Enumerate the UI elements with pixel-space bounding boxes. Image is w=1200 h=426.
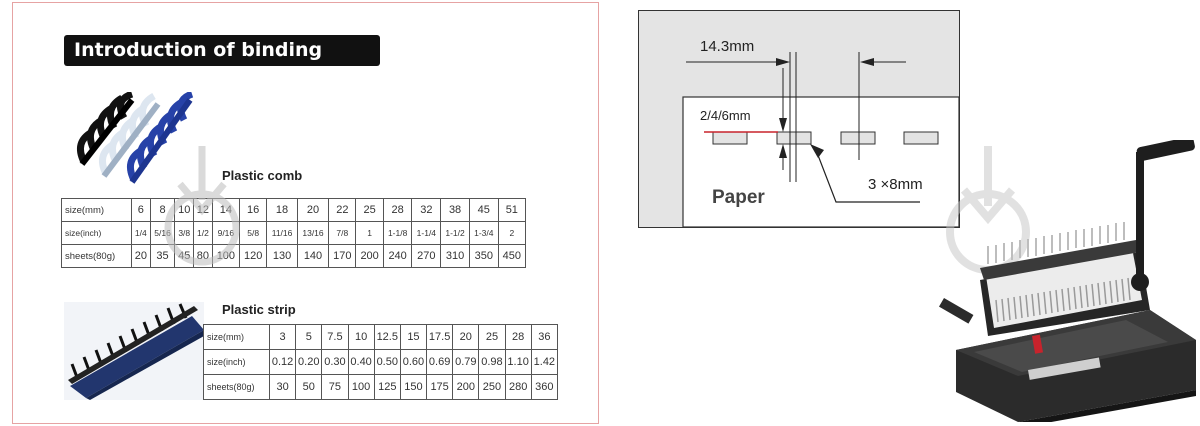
cell: 0.98 bbox=[478, 349, 506, 375]
cell: 0.40 bbox=[347, 349, 375, 375]
cell: 20 bbox=[452, 324, 480, 350]
cell: 28 bbox=[504, 324, 532, 350]
comb-row-mm: size(mm) 6 8 10 12 14 16 18 20 22 25 28 … bbox=[61, 198, 527, 222]
cell: 100 bbox=[347, 374, 375, 400]
cell: 0.30 bbox=[321, 349, 349, 375]
cell: 25 bbox=[478, 324, 506, 350]
strip-capacity-table: size(mm) 3 5 7.5 10 12.5 15 17.5 20 25 2… bbox=[203, 324, 559, 400]
cell: 1-1/2 bbox=[440, 221, 470, 245]
cell: 175 bbox=[426, 374, 454, 400]
panel-title: Introduction of binding capacity bbox=[64, 35, 380, 92]
row-label: size(inch) bbox=[203, 349, 270, 375]
cell: 1-3/4 bbox=[468, 221, 499, 245]
comb-capacity-table: size(mm) 6 8 10 12 14 16 18 20 22 25 28 … bbox=[61, 198, 527, 268]
comb-heading: Plastic comb bbox=[222, 168, 303, 183]
cell: 140 bbox=[296, 244, 330, 268]
cell: 25 bbox=[355, 198, 384, 222]
cell: 0.79 bbox=[452, 349, 480, 375]
cell: 15 bbox=[399, 324, 428, 350]
cell: 170 bbox=[328, 244, 357, 268]
cell: 13/16 bbox=[296, 221, 330, 245]
cell: 0.50 bbox=[373, 349, 401, 375]
cell: 1 bbox=[355, 221, 384, 245]
strip-heading: Plastic strip bbox=[222, 302, 296, 317]
row-label: size(mm) bbox=[61, 198, 132, 222]
cell: 50 bbox=[295, 374, 323, 400]
strip-row-sheets: sheets(80g) 30 50 75 100 125 150 175 200… bbox=[203, 374, 559, 400]
cell: 18 bbox=[266, 198, 298, 222]
strip-row-inch: size(inch) 0.12 0.20 0.30 0.40 0.50 0.60… bbox=[203, 349, 559, 375]
cell: 0.60 bbox=[399, 349, 428, 375]
hole-size-label: 3 ×8mm bbox=[868, 176, 923, 193]
cell: 1.10 bbox=[504, 349, 532, 375]
cell: 310 bbox=[440, 244, 470, 268]
cell: 45 bbox=[468, 198, 499, 222]
cell: 450 bbox=[497, 244, 527, 268]
cell: 6 bbox=[131, 198, 151, 222]
cell: 200 bbox=[355, 244, 384, 268]
cell: 75 bbox=[321, 374, 349, 400]
cell: 200 bbox=[452, 374, 480, 400]
cell: 350 bbox=[468, 244, 499, 268]
cell: 270 bbox=[411, 244, 442, 268]
cell: 7.5 bbox=[321, 324, 349, 350]
cell: 250 bbox=[478, 374, 506, 400]
cell: 5/8 bbox=[239, 221, 268, 245]
cell: 0.12 bbox=[268, 349, 297, 375]
comb-row-sheets: sheets(80g) 20 35 45 80 100 120 130 140 … bbox=[61, 244, 527, 268]
cell: 5 bbox=[295, 324, 323, 350]
plastic-strip-image bbox=[64, 302, 204, 400]
cell: 11/16 bbox=[266, 221, 298, 245]
cell: 1-1/8 bbox=[382, 221, 413, 245]
row-label: size(inch) bbox=[61, 221, 132, 245]
cell: 12.5 bbox=[373, 324, 401, 350]
comb-row-inch: size(inch) 1/4 5/16 3/8 1/2 9/16 5/8 11/… bbox=[61, 221, 527, 245]
cell: 125 bbox=[373, 374, 401, 400]
cell: 51 bbox=[497, 198, 527, 222]
cell: 120 bbox=[239, 244, 268, 268]
cell: 28 bbox=[382, 198, 413, 222]
margin-label: 2/4/6mm bbox=[700, 108, 751, 123]
cell: 2 bbox=[497, 221, 527, 245]
cell: 16 bbox=[239, 198, 268, 222]
cell: 10 bbox=[347, 324, 375, 350]
cell: 22 bbox=[328, 198, 357, 222]
hole-diagram-drawing bbox=[682, 52, 960, 228]
cell: 20 bbox=[131, 244, 151, 268]
cell: 280 bbox=[504, 374, 532, 400]
cell: 3 bbox=[268, 324, 297, 350]
strip-row-mm: size(mm) 3 5 7.5 10 12.5 15 17.5 20 25 2… bbox=[203, 324, 559, 350]
cell: 20 bbox=[296, 198, 330, 222]
cell: 32 bbox=[411, 198, 442, 222]
plastic-comb-image bbox=[72, 92, 202, 184]
cell: 0.20 bbox=[295, 349, 323, 375]
cell: 17.5 bbox=[426, 324, 454, 350]
pitch-label: 14.3mm bbox=[700, 38, 755, 55]
cell: 38 bbox=[440, 198, 470, 222]
paper-label: Paper bbox=[712, 187, 765, 208]
cell: 7/8 bbox=[328, 221, 357, 245]
cell: 0.69 bbox=[426, 349, 454, 375]
cell: 1/4 bbox=[131, 221, 151, 245]
watermark-download-icon bbox=[164, 146, 240, 266]
cell: 240 bbox=[382, 244, 413, 268]
cell: 30 bbox=[268, 374, 297, 400]
row-label: sheets(80g) bbox=[203, 374, 270, 400]
cell: 360 bbox=[530, 374, 559, 400]
cell: 1-1/4 bbox=[411, 221, 442, 245]
row-label: sheets(80g) bbox=[61, 244, 132, 268]
cell: 36 bbox=[530, 324, 559, 350]
cell: 150 bbox=[399, 374, 428, 400]
comb-binding-machine-icon bbox=[938, 140, 1196, 422]
row-label: size(mm) bbox=[203, 324, 270, 350]
cell: 130 bbox=[266, 244, 298, 268]
cell: 1.42 bbox=[530, 349, 559, 375]
